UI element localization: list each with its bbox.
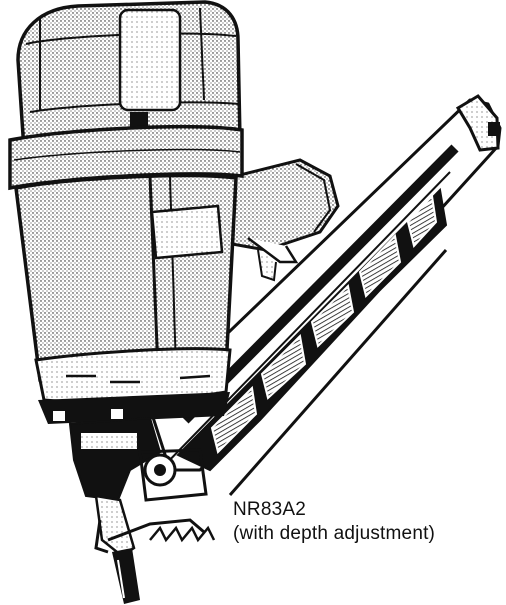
- air-cap: [226, 158, 340, 282]
- model-caption: NR83A2 (with depth adjustment): [233, 498, 435, 546]
- magazine: [148, 94, 502, 496]
- tool-body: [8, 0, 244, 424]
- model-note: (with depth adjustment): [233, 523, 436, 544]
- nose-assembly: [68, 416, 216, 604]
- model-label: NR83A2: [233, 499, 307, 520]
